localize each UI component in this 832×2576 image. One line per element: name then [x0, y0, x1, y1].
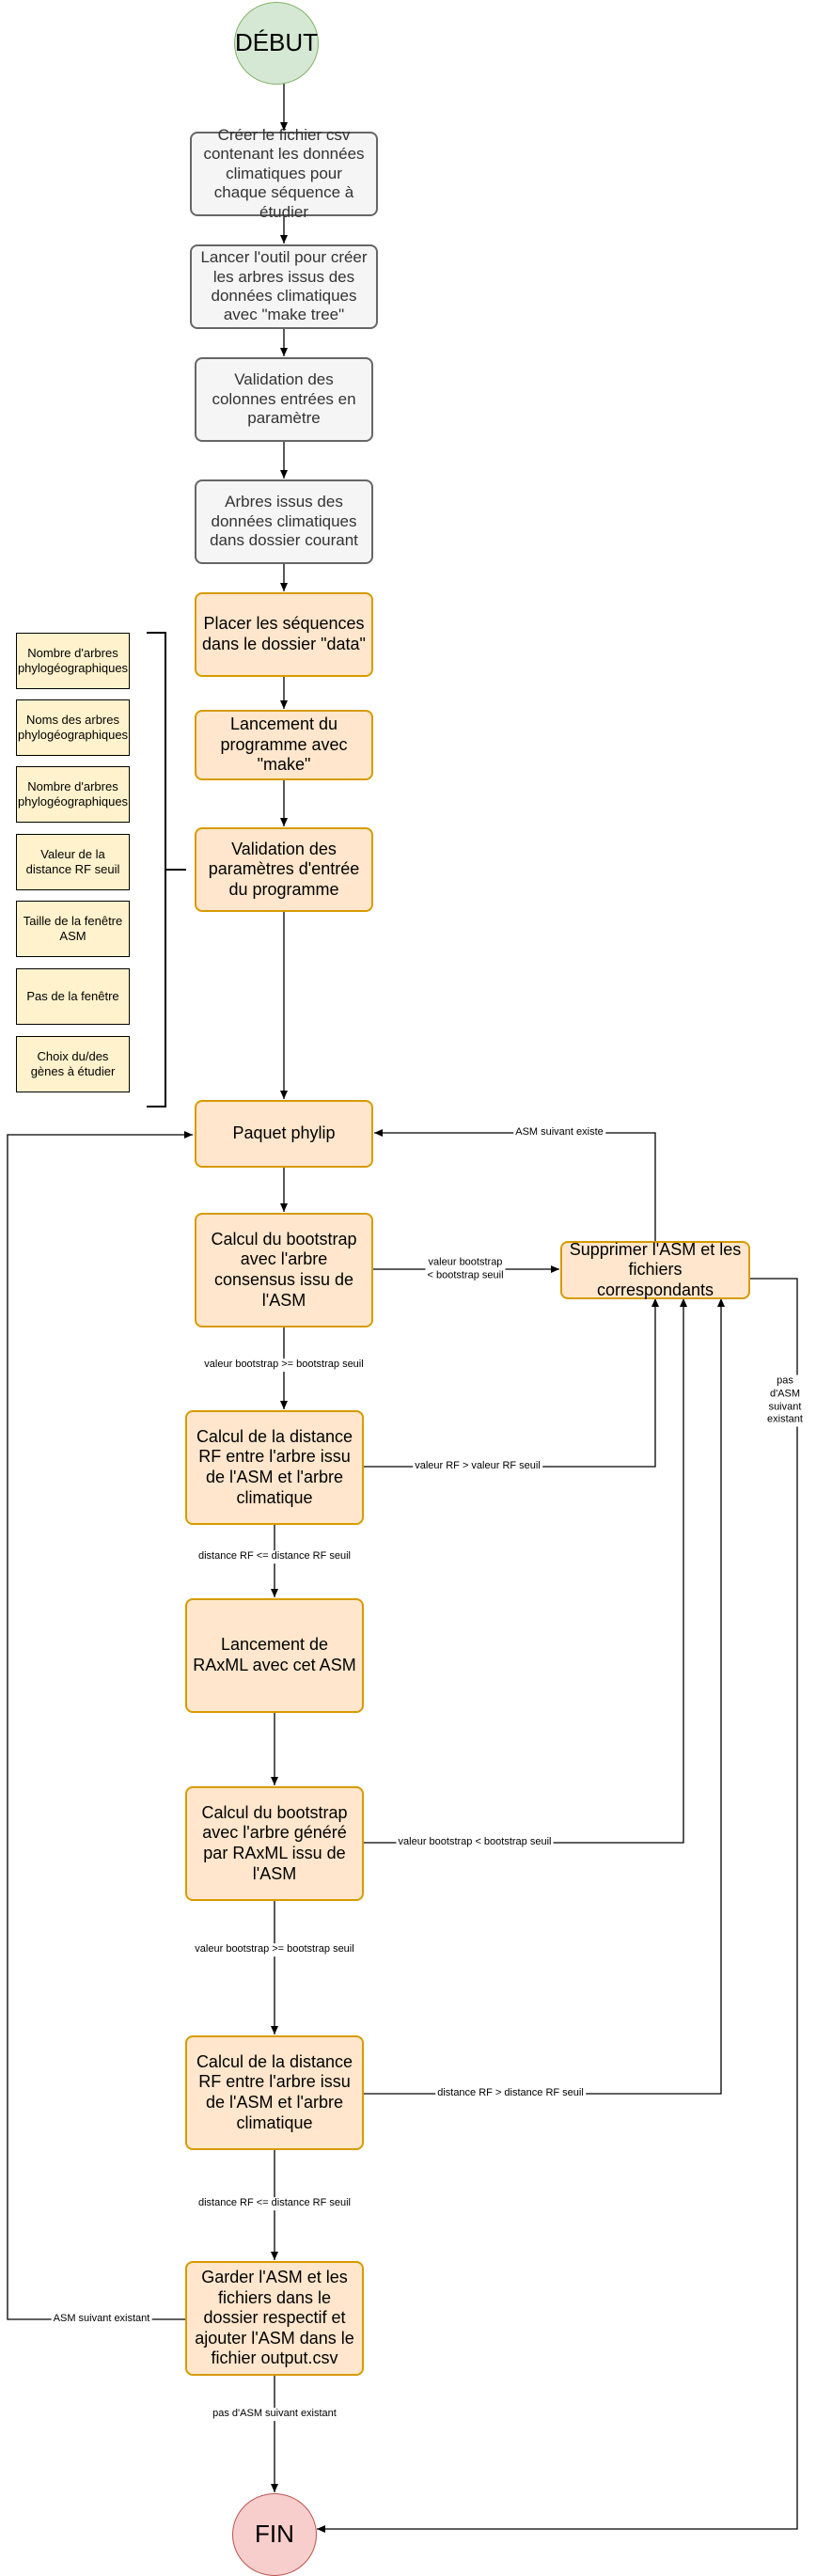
edge-label: distance RF > distance RF seuil: [435, 2087, 586, 2100]
edge-delete-phylip: [374, 1129, 656, 1242]
param-box: Nombre d'arbres phylogéographiques: [16, 766, 130, 823]
edge-label: distance RF <= distance RF seuil: [196, 1550, 353, 1563]
param-box: Noms des arbres phylogéographiques: [16, 699, 130, 756]
edge-label: pas d'ASM suivant existant: [761, 1374, 808, 1427]
keep-asm-step: Garder l'ASM et les fichiers dans le dos…: [185, 2261, 364, 2376]
edge-label: valeur bootstrap >= bootstrap seuil: [202, 1359, 366, 1372]
edge-rf2-delete: [363, 1298, 725, 2095]
launch-make-step: Lancement du programme avec "make": [195, 710, 373, 780]
edge-rf1-delete: [363, 1298, 659, 1468]
edge-label: ASM suivant existant: [51, 2313, 152, 2326]
edge-label: valeur bootstrap < bootstrap seuil: [396, 1836, 554, 1849]
create-csv-step: Créer le fichier csv contenant les donné…: [190, 126, 378, 221]
validate-columns-step: Validation des colonnes entrées en param…: [195, 357, 373, 442]
phylip-step: Paquet phylip: [195, 1100, 373, 1168]
climatic-trees-step: Arbres issus des données climatiques dan…: [195, 479, 373, 564]
rf-distance-step-1: Calcul de la distance RF entre l'arbre i…: [185, 1410, 364, 1525]
edge-label: valeur RF > valeur RF seuil: [413, 1460, 542, 1473]
rf-distance-step-2: Calcul de la distance RF entre l'arbre i…: [185, 2035, 364, 2150]
edge-label: pas d'ASM suivant existant: [211, 2408, 338, 2421]
param-box: Nombre d'arbres phylogéographiques: [16, 633, 130, 689]
validate-params-step: Validation des paramètres d'entrée du pr…: [195, 827, 373, 912]
start-node: DÉBUT: [234, 2, 319, 85]
edge-label: valeur bootstrap >= bootstrap seuil: [193, 1943, 356, 1956]
param-box: Valeur de la distance RF seuil: [16, 834, 130, 890]
parameters-brace: [147, 632, 186, 1107]
delete-asm-step: Supprimer l'ASM et les fichiers correspo…: [560, 1240, 750, 1299]
make-tree-step: Lancer l'outil pour créer les arbres iss…: [190, 244, 378, 329]
bootstrap-raxml-step: Calcul du bootstrap avec l'arbre généré …: [185, 1786, 364, 1901]
raxml-step: Lancement de RAxML avec cet ASM: [185, 1598, 364, 1713]
edge-label: distance RF <= distance RF seuil: [196, 2197, 353, 2210]
end-node: FIN: [232, 2493, 317, 2576]
bootstrap-consensus-step: Calcul du bootstrap avec l'arbre consens…: [195, 1213, 373, 1327]
edge-keep-phylip: [7, 1131, 193, 2320]
edge-label: ASM suivant existe: [513, 1126, 605, 1139]
param-box: Taille de la fenêtre ASM: [16, 901, 130, 957]
place-sequences-step: Placer les séquences dans le dossier "da…: [195, 592, 373, 677]
edge-label: valeur bootstrap < bootstrap seuil: [425, 1256, 506, 1282]
edge-bootstrap2-delete: [363, 1298, 687, 1844]
param-box: Pas de la fenêtre: [16, 968, 130, 1025]
edge-delete-end: [317, 1278, 798, 2533]
param-box: Choix du/des gènes à étudier: [16, 1036, 130, 1092]
